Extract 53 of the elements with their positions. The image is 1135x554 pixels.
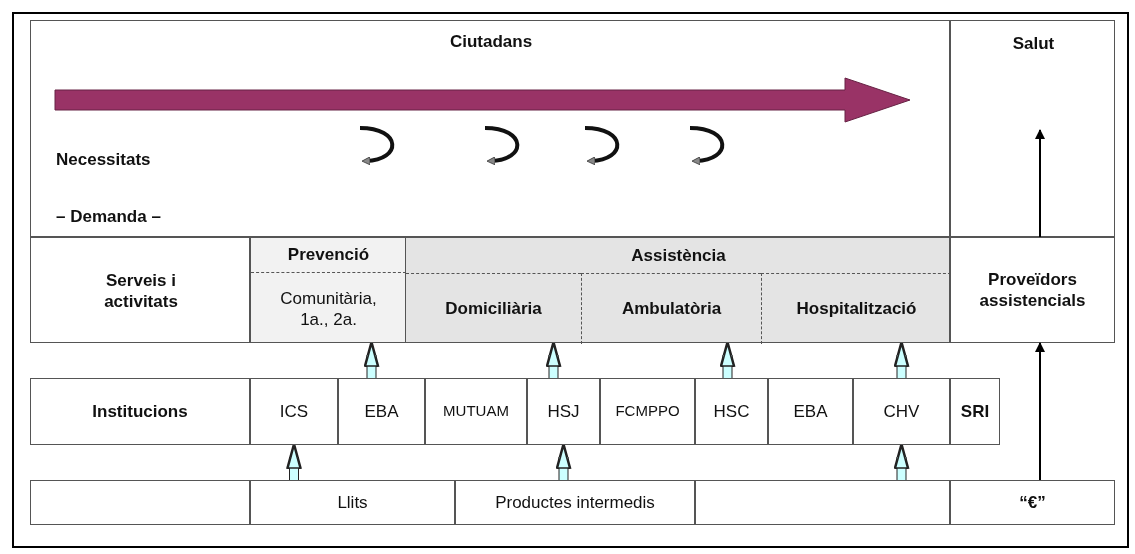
table-cell [250, 237, 405, 343]
cell-text: Comunitària, 1a., 2a. [279, 287, 378, 331]
cell-text: Serveis i activitats [103, 269, 179, 313]
cell-text: Productes intermedis [494, 491, 656, 514]
column-heading: Ciutadans [448, 31, 534, 54]
block-arrow [894, 343, 909, 378]
cell-text: Domiciliària [444, 298, 543, 321]
cell-text: HSJ [546, 400, 581, 423]
block-arrow [287, 445, 301, 480]
table-cell [950, 480, 1115, 525]
column-heading: Assistència [630, 244, 727, 267]
table-cell [768, 378, 853, 445]
cell-text: MUTUAM [442, 401, 510, 422]
table-cell [338, 378, 425, 445]
cell-text: Proveïdors assistencials [978, 268, 1087, 312]
table-cell [455, 480, 695, 525]
table-cell [30, 237, 250, 343]
block-arrow [364, 343, 379, 378]
table-cell [30, 378, 250, 445]
table-cell [527, 378, 600, 445]
row-heading: Necessitats [56, 149, 152, 172]
cell-text: Ambulatòria [620, 298, 723, 321]
block-arrow [720, 343, 735, 378]
cell-text: Institucions [91, 400, 189, 423]
row-heading: – Demanda – [56, 206, 162, 229]
table-cell [950, 20, 1115, 237]
table-cell [950, 237, 1115, 343]
cell-text: Salut [1011, 33, 1056, 55]
cell-text: EBA [363, 400, 400, 423]
block-arrow [546, 343, 561, 378]
arrow [1035, 129, 1045, 238]
cell-text: EBA [792, 400, 829, 423]
cell-text: CHV [882, 400, 921, 423]
block-arrow [894, 445, 909, 480]
table-cell [950, 378, 1000, 445]
table-cell [425, 378, 527, 445]
cell-text: SRI [959, 400, 991, 423]
table-cell [600, 378, 695, 445]
table-cell [30, 20, 950, 237]
cell-text: “€” [1018, 491, 1047, 514]
cell-text: FCMPPO [614, 401, 681, 422]
table-cell [405, 237, 950, 343]
table-cell [853, 378, 950, 445]
cell-text: Llits [336, 491, 369, 514]
table-cell [250, 378, 338, 445]
table-cell [695, 378, 768, 445]
block-arrow [556, 445, 571, 480]
table-cell [581, 273, 761, 344]
arrow [1035, 342, 1045, 481]
table-cell [250, 480, 455, 525]
cell-text: HSC [712, 400, 751, 423]
cell-text: Hospitalització [795, 298, 918, 321]
cell-text: ICS [278, 400, 310, 423]
